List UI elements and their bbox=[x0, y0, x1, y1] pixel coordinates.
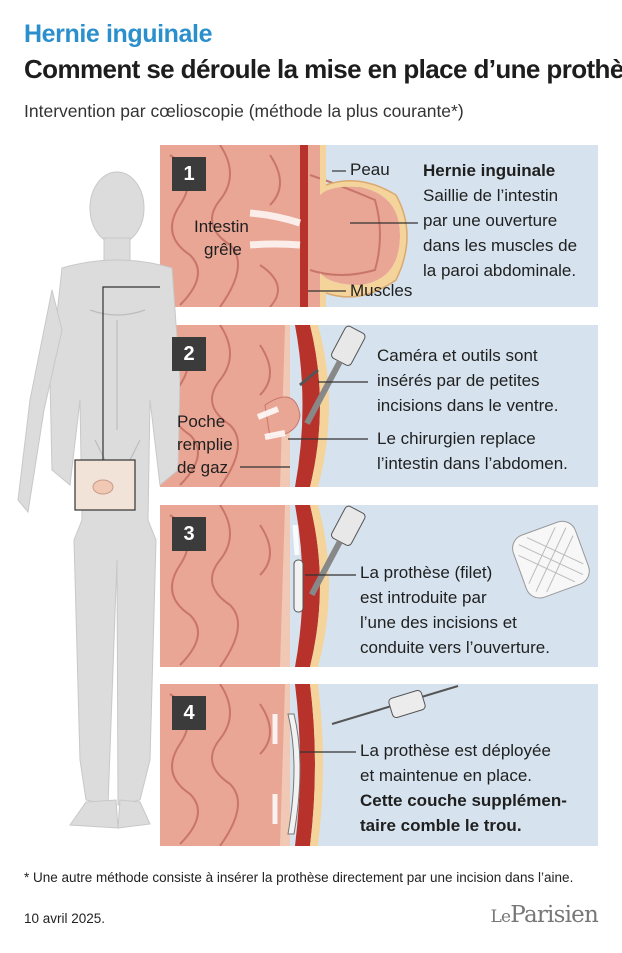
step-3-line: est introduite par bbox=[360, 588, 487, 607]
step-4-line: et maintenue en place. bbox=[360, 766, 533, 785]
step-1-line: la paroi abdominale. bbox=[423, 261, 577, 280]
logo-part: Parisien bbox=[510, 902, 599, 928]
step-4-description: La prothèse est déployée et maintenue en… bbox=[360, 738, 567, 838]
step-1-line: dans les muscles de bbox=[423, 236, 578, 255]
step-4-panel: 4 La prothèse est déployée et maintenue … bbox=[160, 684, 598, 846]
step-3-line: La prothèse (filet) bbox=[360, 563, 493, 582]
step-2-line: Caméra et outils sont bbox=[377, 346, 538, 365]
publication-date: 10 avril 2025. bbox=[24, 911, 106, 926]
step-number: 4 bbox=[172, 696, 206, 730]
step-2-description-a: Caméra et outils sont insérés par de pet… bbox=[377, 343, 558, 418]
label-skin: Peau bbox=[350, 160, 390, 179]
page-title: Comment se déroule la mise en place d’un… bbox=[24, 54, 622, 84]
step-number: 2 bbox=[172, 337, 206, 371]
label-gas-pocket-line: remplie bbox=[177, 435, 233, 454]
step-3-line: conduite vers l’ouverture. bbox=[360, 638, 550, 657]
le-parisien-logo: LeParisien bbox=[490, 902, 599, 928]
step-1-heading: Hernie inguinale bbox=[423, 161, 556, 180]
step-1-line: Saillie de l’intestin bbox=[423, 186, 559, 205]
label-gas-pocket-line: de gaz bbox=[177, 458, 229, 477]
step-2-line: Le chirurgien replace bbox=[377, 429, 536, 448]
step-1-panel: 1 Peau Intestin grêle Muscles Hernie ing… bbox=[160, 145, 598, 307]
label-intestine-2: grêle bbox=[204, 240, 242, 259]
human-body-figure bbox=[17, 171, 180, 829]
footnote: * Une autre méthode consiste à insérer l… bbox=[24, 870, 574, 885]
label-gas-pocket-line: Poche bbox=[177, 412, 226, 431]
step-3-line: l’une des incisions et bbox=[360, 613, 517, 632]
hernia-illustration bbox=[160, 145, 418, 307]
step-2-line: l’intestin dans l’abdomen. bbox=[377, 454, 568, 473]
label-muscles: Muscles bbox=[350, 281, 413, 300]
step-1-description: Hernie inguinale Saillie de l’intestin p… bbox=[423, 158, 577, 283]
step-number: 1 bbox=[172, 157, 206, 191]
label-gas-pocket: Poche remplie de gaz bbox=[177, 410, 233, 479]
step-4-bold-line: Cette couche supplémen- bbox=[360, 791, 567, 810]
step-2-description-b: Le chirurgien replace l’intestin dans l’… bbox=[377, 426, 568, 476]
step-number: 3 bbox=[172, 517, 206, 551]
step-2-line: insérés par de petites bbox=[377, 371, 540, 390]
mesh-insertion-illustration bbox=[160, 505, 590, 667]
subtitle: Intervention par cœlioscopie (méthode la… bbox=[24, 101, 464, 121]
logo-part: Le bbox=[490, 907, 512, 927]
kicker-title: Hernie inguinale bbox=[24, 20, 213, 48]
step-4-line: La prothèse est déployée bbox=[360, 741, 551, 760]
step-2-line: incisions dans le ventre. bbox=[377, 396, 559, 415]
step-1-line: par une ouverture bbox=[423, 211, 558, 230]
step-3-panel: 3 La prothèse (filet) est introduite par… bbox=[160, 505, 598, 667]
step-3-description: La prothèse (filet) est introduite par l… bbox=[360, 560, 550, 660]
label-intestine: Intestin bbox=[194, 217, 249, 236]
step-2-panel: 2 Poche remplie de gaz Caméra et outils … bbox=[160, 325, 598, 487]
step-4-bold-line: taire comble le trou. bbox=[360, 816, 522, 835]
